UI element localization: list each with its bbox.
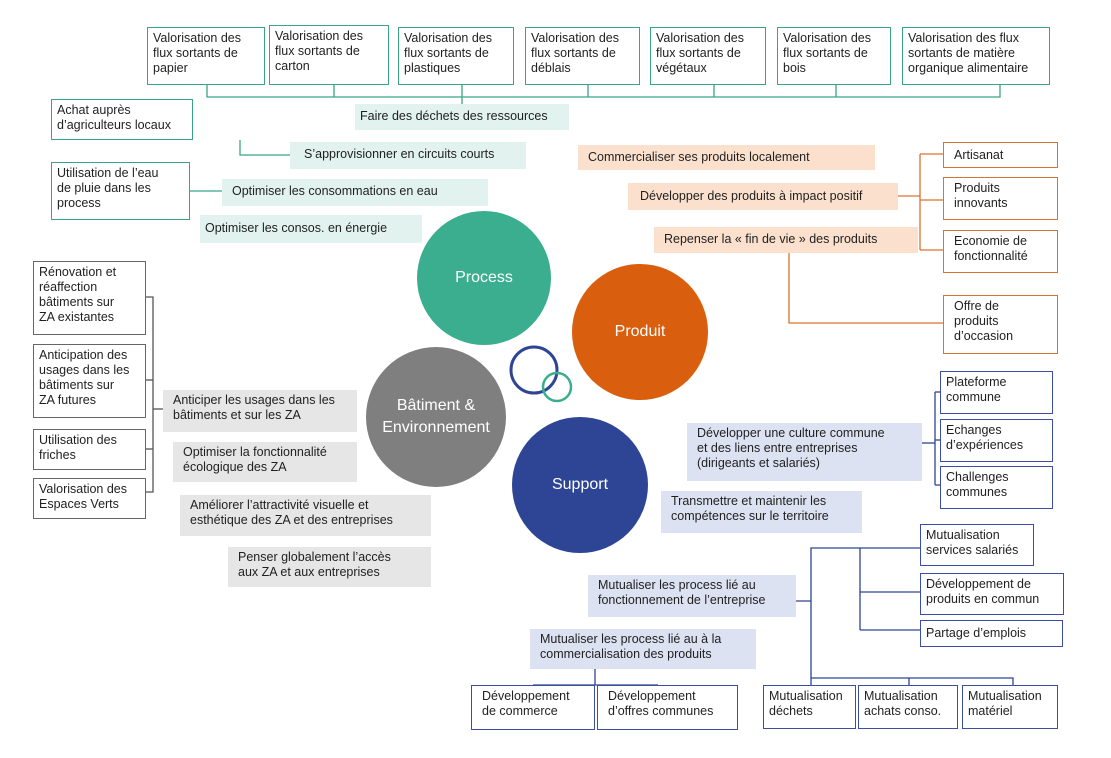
partage-emplois-box: Partage d’emplois bbox=[920, 620, 1063, 647]
commercialiser-localement-label: Commercialiser ses produits localement bbox=[578, 145, 875, 170]
produit-circle: Produit bbox=[572, 264, 708, 400]
mutualiser-commercialisation-label: Mutualiser les process lié au à la comme… bbox=[530, 629, 756, 669]
eau-pluie-box: Utilisation de l’eau de pluie dans les p… bbox=[51, 162, 190, 220]
attractivite-label: Améliorer l’attractivité visuelle et est… bbox=[180, 495, 431, 536]
flux-carton-box: Valorisation des flux sortants de carton bbox=[269, 25, 389, 85]
flux-deblais-box: Valorisation des flux sortants de déblai… bbox=[525, 27, 640, 85]
friches-box: Utilisation des friches bbox=[33, 429, 146, 470]
economie-fonctionnalite-box: Economie de fonctionnalité bbox=[943, 230, 1058, 273]
process-circle: Process bbox=[417, 211, 551, 345]
echanges-experiences-box: Echanges d’expériences bbox=[940, 419, 1053, 462]
batiment-circle: Bâtiment & Environnement bbox=[366, 347, 506, 487]
flux-vegetaux-box: Valorisation des flux sortants de végéta… bbox=[650, 27, 766, 85]
consos-energie-label: Optimiser les consos. en énergie bbox=[200, 215, 422, 243]
achat-agriculteurs-box: Achat auprès d’agriculteurs locaux bbox=[51, 99, 193, 140]
developpement-commerce-box: Développement de commerce bbox=[471, 685, 595, 730]
flux-plastiques-box: Valorisation des flux sortants de plasti… bbox=[398, 27, 514, 85]
developpement-produits-box: Développement de produits en commun bbox=[920, 573, 1064, 615]
mutualisation-dechets-box: Mutualisation déchets bbox=[763, 685, 856, 729]
plateforme-commune-box: Plateforme commune bbox=[940, 371, 1053, 414]
circuits-courts-label: S’approvisionner en circuits courts bbox=[290, 142, 526, 169]
fonctionnalite-ecologique-label: Optimiser la fonctionnalité écologique d… bbox=[173, 442, 357, 482]
impact-positif-label: Développer des produits à impact positif bbox=[628, 183, 898, 210]
developpement-offres-box: Développement d’offres communes bbox=[597, 685, 738, 730]
renovation-box: Rénovation et réaffection bâtiments sur … bbox=[33, 261, 146, 335]
offre-occasion-box: Offre de produits d’occasion bbox=[943, 295, 1058, 354]
culture-commune-label: Développer une culture commune et des li… bbox=[687, 423, 922, 481]
flux-papier-box: Valorisation des flux sortants de papier bbox=[147, 27, 265, 85]
acces-za-label: Penser globalement l’accès aux ZA et aux… bbox=[228, 547, 431, 587]
produits-innovants-box: Produits innovants bbox=[943, 177, 1058, 220]
mutualisation-achats-box: Mutualisation achats conso. bbox=[858, 685, 958, 729]
anticipation-usages-box: Anticipation des usages dans les bâtimen… bbox=[33, 344, 146, 418]
dechets-ressources-label: Faire des déchets des ressources bbox=[355, 104, 569, 130]
mutualisation-materiel-box: Mutualisation matériel bbox=[962, 685, 1058, 729]
flux-organique-box: Valorisation des flux sortants de matièr… bbox=[902, 27, 1050, 85]
artisanat-box: Artisanat bbox=[943, 142, 1058, 168]
espaces-verts-box: Valorisation des Espaces Verts bbox=[33, 478, 146, 519]
competences-label: Transmettre et maintenir les compétences… bbox=[661, 491, 862, 533]
consommations-eau-label: Optimiser les consommations en eau bbox=[222, 179, 488, 206]
flux-bois-box: Valorisation des flux sortants de bois bbox=[777, 27, 891, 85]
mutualisation-services-box: Mutualisation services salariés bbox=[920, 524, 1034, 566]
anticiper-usages-label: Anticiper les usages dans les bâtiments … bbox=[163, 390, 357, 432]
support-circle: Support bbox=[512, 417, 648, 553]
fin-de-vie-label: Repenser la « fin de vie » des produits bbox=[654, 227, 918, 253]
challenges-communes-box: Challenges communes bbox=[940, 466, 1053, 509]
mutualiser-fonctionnement-label: Mutualiser les process lié au fonctionne… bbox=[588, 575, 796, 617]
